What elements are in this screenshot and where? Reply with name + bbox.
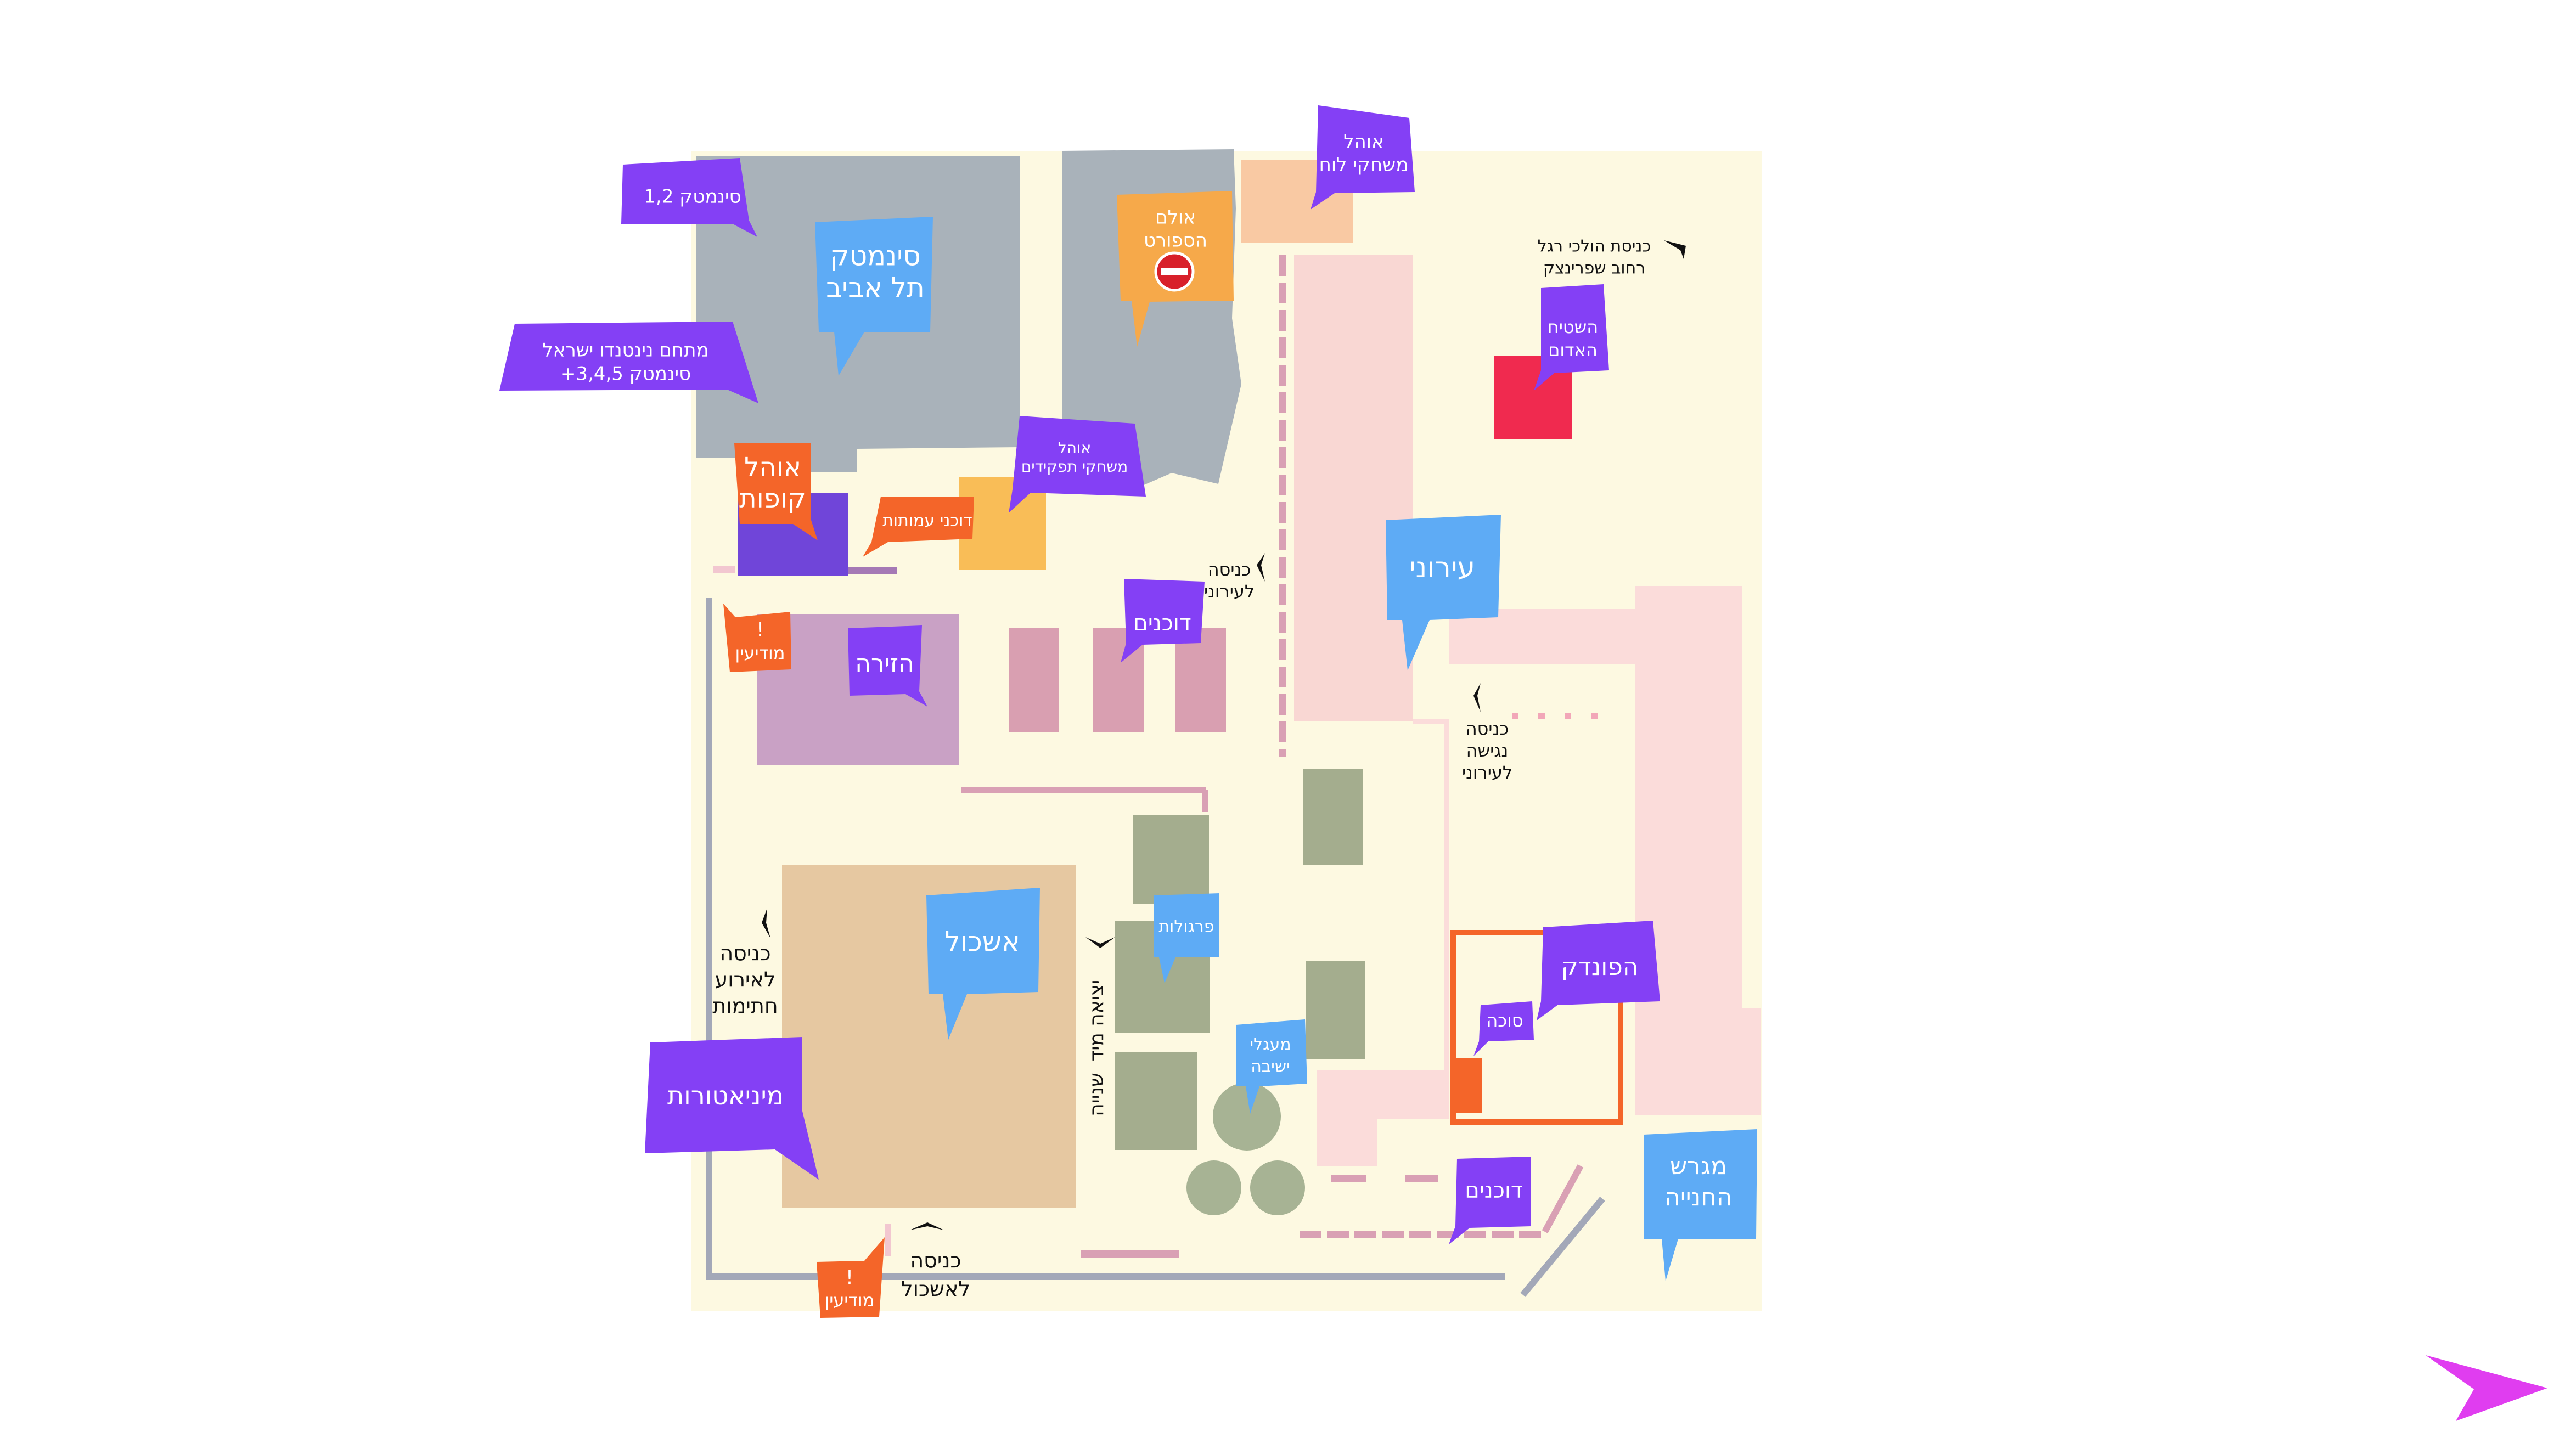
- label-bubble: [734, 443, 818, 540]
- label-bubble: [499, 322, 758, 403]
- label-info: מודיעין: [735, 642, 785, 663]
- label-rpg-tent: משחקי תפקידים: [1021, 458, 1128, 476]
- label-nintendo: +סינמטק 3,4,5: [560, 363, 691, 385]
- label-signing-entrance: חתימות: [712, 994, 778, 1018]
- pergola-block: [1306, 961, 1365, 1059]
- label-info-mark: !: [756, 619, 764, 641]
- label-seating: ישיבה: [1251, 1057, 1290, 1076]
- label-cashier-tent: אוהל: [744, 452, 801, 483]
- label-bubble: [1386, 515, 1501, 670]
- sukkah: [1453, 1058, 1482, 1113]
- label-red-carpet: השטיח: [1548, 317, 1598, 337]
- label-bubble: [1009, 416, 1146, 513]
- label-nintendo: מתחם נינטנדו ישראל: [542, 340, 708, 362]
- pergola-block: [1133, 815, 1209, 904]
- label-cinematheque-ta: סינמטק: [830, 240, 921, 272]
- site-fence: [706, 598, 1505, 1280]
- label-bubble: [1121, 579, 1205, 663]
- exit-arrow-icon: [1085, 937, 1115, 948]
- iruni-south-building: [1635, 1008, 1761, 1115]
- label-access-entrance: כניסה: [1466, 718, 1509, 739]
- label-bubble: [817, 1237, 885, 1318]
- label-seating: מעגלי: [1250, 1035, 1291, 1055]
- label-iruni-entrance: לעירוני: [1204, 581, 1255, 602]
- label-cashier-tent: קופות: [739, 483, 806, 514]
- parking-fence: [1520, 1197, 1605, 1297]
- iruni-west-strip: [1317, 1081, 1377, 1166]
- label-stalls-columns: דוכני עמותות: [882, 511, 972, 531]
- pergola-block: [1115, 1052, 1197, 1150]
- entrance-arrow-icon: [1664, 240, 1686, 259]
- label-bubble: [1473, 1001, 1534, 1056]
- label-bubble: [1534, 284, 1609, 391]
- label-bubble: [1537, 921, 1660, 1020]
- label-cinematheque-12: סינמטק 1,2: [644, 186, 741, 208]
- label-hazira: הזירה: [855, 650, 914, 678]
- label-cinematheque-ta: תל אביב: [826, 272, 925, 304]
- label-info-mark: !: [846, 1266, 853, 1289]
- label-iruni-entrance: כניסה: [1208, 559, 1251, 580]
- label-exit: יציאה מיד: [1085, 980, 1108, 1062]
- label-miniatures: מיניאטורות: [667, 1081, 784, 1110]
- label-pedestrian-entrance: כניסת הולכי רגל: [1538, 237, 1651, 256]
- label-bubble: [723, 604, 791, 672]
- label-pergolas: פרגולות: [1158, 917, 1214, 937]
- seating-circle: [1250, 1160, 1305, 1215]
- label-stalls-center: דוכנים: [1133, 611, 1191, 636]
- pergola-block: [1303, 769, 1363, 865]
- entrance-arrow-icon: [910, 1222, 944, 1230]
- label-red-carpet: האדום: [1548, 340, 1598, 360]
- label-bubble: [1449, 1157, 1531, 1244]
- label-access-entrance: לעירוני: [1462, 762, 1512, 783]
- label-bubble: [1311, 105, 1415, 210]
- label-rpg-tent: אוהל: [1058, 439, 1092, 457]
- label-pundak: הפונדק: [1561, 953, 1638, 981]
- label-access-entrance: נגישה: [1466, 740, 1509, 761]
- seating-circle: [1213, 1082, 1281, 1151]
- parking-walkway: [1542, 1164, 1584, 1233]
- label-exit: שנייה: [1085, 1073, 1108, 1117]
- label-bubble: [1236, 1019, 1307, 1114]
- label-board-games-tent: משחקי לוח: [1319, 154, 1409, 176]
- stall-booth: [1009, 628, 1059, 732]
- label-sports-hall: הספורט: [1144, 230, 1207, 252]
- pundak-area: [1450, 930, 1623, 1125]
- label-bubble: [926, 888, 1040, 1040]
- label-stalls-bottom: דוכנים: [1465, 1178, 1522, 1203]
- label-board-games-tent: אוהל: [1343, 131, 1384, 153]
- entrance-arrow-icon: [1473, 683, 1481, 712]
- label-pedestrian-entrance: רחוב שפרינצק: [1543, 259, 1645, 278]
- label-bubble: [645, 1037, 819, 1180]
- label-sports-hall: אולם: [1155, 207, 1196, 229]
- entrance-arrow-icon: [762, 908, 770, 938]
- label-eshkol-entrance: לאשכול: [901, 1277, 970, 1301]
- label-signing-entrance: כניסה: [719, 941, 770, 966]
- label-iruni: עירוני: [1409, 551, 1475, 584]
- label-bubble: [621, 158, 757, 237]
- label-bubble: [815, 217, 933, 376]
- label-parking: החנייה: [1664, 1183, 1733, 1211]
- label-eshkol: אשכול: [944, 926, 1020, 958]
- label-sukkah: סוכה: [1486, 1010, 1523, 1031]
- label-eshkol-entrance: כניסה: [910, 1249, 961, 1273]
- iruni-main-building: [1294, 255, 1413, 721]
- no-entry-icon: [1154, 251, 1195, 292]
- entrance-arrow-icon: [1257, 553, 1265, 582]
- next-arrow-icon[interactable]: [2426, 1355, 2547, 1421]
- stall-booth: [1175, 628, 1226, 732]
- label-signing-entrance: לאירוע: [715, 968, 775, 992]
- label-bubble: [863, 497, 974, 557]
- label-parking: מגרש: [1670, 1152, 1727, 1180]
- label-bubble: [848, 625, 927, 707]
- label-info: מודיעין: [825, 1290, 875, 1311]
- label-bubble: [1644, 1129, 1757, 1281]
- iruni-east-wing: [1449, 609, 1635, 664]
- label-bubble: [1154, 893, 1219, 983]
- seating-circle: [1186, 1160, 1241, 1215]
